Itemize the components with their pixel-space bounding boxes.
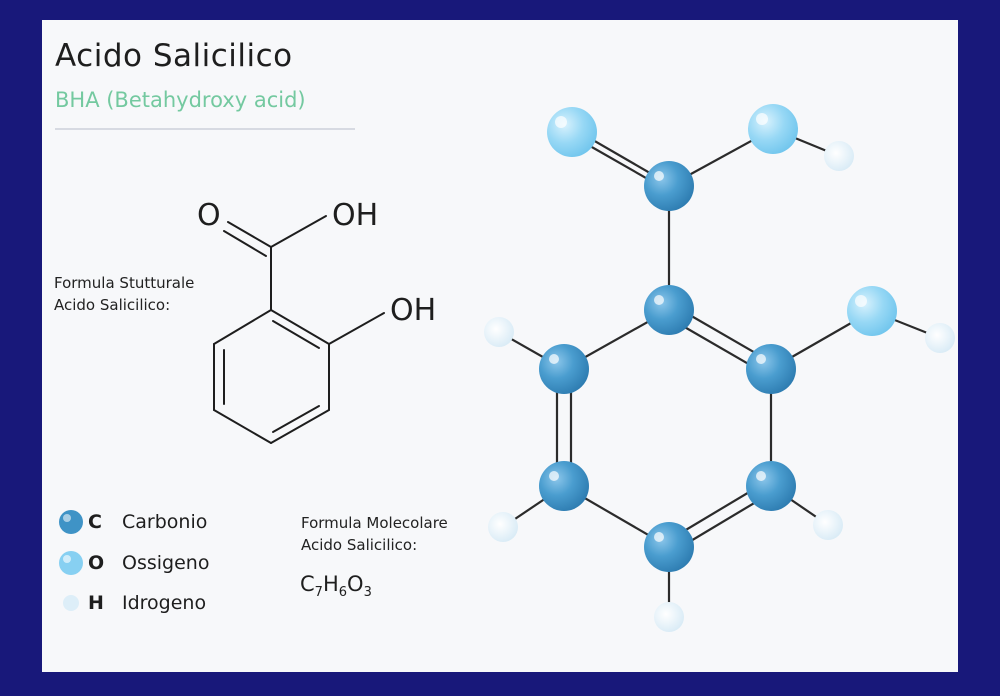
oxygen-atom bbox=[748, 104, 798, 154]
hydroxyl-label: OH bbox=[332, 198, 378, 233]
ring-double-bond bbox=[272, 320, 320, 349]
hydrogen-atom-icon bbox=[54, 594, 88, 612]
molecular-formula-label: Formula Molecolare Acido Salicilico: bbox=[301, 512, 448, 556]
subtitle: BHA (Betahydroxy acid) bbox=[55, 88, 306, 112]
infographic-card: Acido Salicilico BHA (Betahydroxy acid) … bbox=[42, 20, 958, 672]
structural-label-line1: Formula Stutturale bbox=[54, 274, 195, 292]
atom-highlight bbox=[756, 471, 766, 481]
carbon-atom bbox=[746, 344, 796, 394]
ring-bond bbox=[270, 309, 330, 345]
hydrogen-atom bbox=[484, 317, 514, 347]
formula-hydrogen-count: 6 bbox=[338, 585, 348, 601]
hydrogen-atom bbox=[488, 512, 518, 542]
carbon-atom bbox=[644, 161, 694, 211]
oxygen-atom-label: O bbox=[197, 198, 221, 233]
carbonyl-double-bond bbox=[223, 230, 267, 257]
atom-highlight bbox=[654, 295, 664, 305]
molecular-label-line1: Formula Molecolare bbox=[301, 514, 448, 532]
atom-highlight bbox=[654, 171, 664, 181]
structural-formula-diagram: O OH OH bbox=[197, 198, 436, 444]
carbonyl-double-bond bbox=[227, 221, 272, 248]
formula-carbon: C bbox=[300, 572, 315, 596]
molecular-formula: C7H6O3 bbox=[300, 572, 372, 600]
carbon-atom bbox=[539, 461, 589, 511]
atom-highlight bbox=[756, 113, 768, 125]
divider bbox=[55, 128, 355, 130]
hydroxyl-bond bbox=[270, 215, 327, 248]
formula-oxygen: O bbox=[347, 572, 364, 596]
legend-item-oxygen: O Ossigeno bbox=[54, 548, 209, 578]
carbon-atom bbox=[644, 522, 694, 572]
legend-name: Ossigeno bbox=[122, 552, 210, 574]
atom-highlight bbox=[654, 532, 664, 542]
legend-symbol: O bbox=[88, 552, 105, 574]
legend-item-carbon: C Carbonio bbox=[54, 507, 207, 537]
legend-name: Idrogeno bbox=[122, 592, 207, 614]
oxygen-atom bbox=[847, 286, 897, 336]
carbon-atom bbox=[746, 461, 796, 511]
carbon-atom bbox=[644, 285, 694, 335]
page-title: Acido Salicilico bbox=[55, 38, 293, 74]
atom-highlight bbox=[855, 295, 867, 307]
phenol-hydroxyl-label: OH bbox=[390, 293, 436, 328]
atom-highlight bbox=[549, 471, 559, 481]
oxygen-atom bbox=[547, 107, 597, 157]
legend-item-hydrogen: H Idrogeno bbox=[54, 588, 206, 618]
hydrogen-atom bbox=[824, 141, 854, 171]
legend-name: Carbonio bbox=[122, 511, 208, 533]
atom-highlight bbox=[756, 354, 766, 364]
carbon-atom bbox=[539, 344, 589, 394]
legend-symbol: C bbox=[88, 511, 102, 533]
hydrogen-atom bbox=[925, 323, 955, 353]
hydrogen-atom bbox=[654, 602, 684, 632]
hydrogen-atom bbox=[813, 510, 843, 540]
structural-label-line2: Acido Salicilico: bbox=[54, 296, 171, 314]
carbon-atom-icon bbox=[54, 509, 88, 535]
molecular-label-line2: Acido Salicilico: bbox=[301, 536, 418, 554]
structural-formula-label: Formula Stutturale Acido Salicilico: bbox=[54, 272, 194, 316]
ring-double-bond bbox=[272, 405, 320, 433]
formula-hydrogen: H bbox=[322, 572, 339, 596]
oxygen-atom-icon bbox=[54, 550, 88, 576]
phenol-bond bbox=[328, 312, 385, 345]
ball-and-stick-model bbox=[484, 104, 955, 632]
formula-oxygen-count: 3 bbox=[363, 585, 372, 601]
formula-carbon-count: 7 bbox=[314, 585, 323, 601]
legend-symbol: H bbox=[88, 592, 104, 614]
ring-bond bbox=[213, 409, 272, 444]
atom-highlight bbox=[555, 116, 567, 128]
ring-bond bbox=[270, 409, 330, 444]
ring-bond bbox=[213, 309, 272, 345]
atom-highlight bbox=[549, 354, 559, 364]
